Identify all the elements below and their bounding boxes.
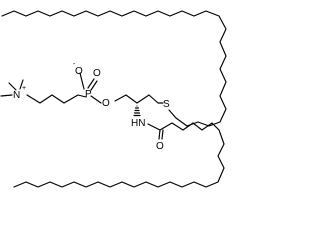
nitrogen-positive-charge: + (22, 85, 26, 92)
phosphorus-label: P (85, 89, 92, 100)
oxide-negative-charge: - (73, 61, 76, 68)
thioether-alkyl-chain (1, 10, 227, 127)
p-o-double-bond-b (90, 80, 98, 91)
chemical-structure-diagram: N + O - P O O S HN O (0, 10, 227, 188)
hashed-wedge-bond (133, 105, 141, 117)
methyl-bond-left (0, 94, 13, 97)
amide-n-c-bond (147, 123, 161, 131)
ester-oxygen-label: O (102, 98, 110, 109)
glycerol-backbone (114, 94, 164, 104)
quaternary-nitrogen-label: N (13, 90, 20, 101)
carbonyl-double-bond-a (158, 129, 161, 140)
p-ester-oxygen-bond (90, 95, 102, 104)
oxide-oxygen-label: O (75, 66, 83, 77)
acyl-chain (13, 122, 225, 188)
methyl-bond-upper-right (19, 79, 24, 90)
propyl-linker (26, 94, 87, 104)
p-oxide-bond (79, 72, 85, 90)
carbonyl-oxygen-label: O (156, 141, 164, 152)
amide-nh-label: HN (131, 118, 145, 129)
methyl-bond-upper-left (8, 82, 17, 91)
sulfur-label: S (163, 99, 170, 110)
carbonyl-double-bond-b (161, 129, 164, 140)
p-o-double-bond-a (87, 78, 95, 89)
phosphoryl-oxygen-label: O (93, 68, 101, 79)
